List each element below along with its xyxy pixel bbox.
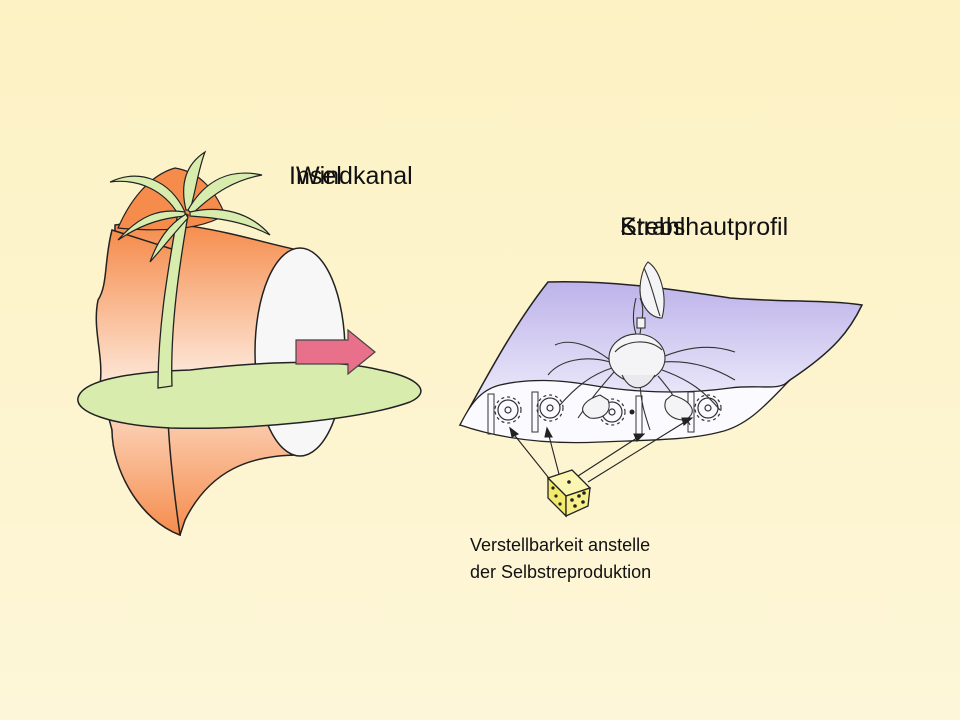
gear-icon xyxy=(494,396,522,424)
gear-rack xyxy=(487,393,495,435)
palm-frond xyxy=(183,150,207,211)
palm-frond xyxy=(187,172,263,215)
label-krebs: Krebs xyxy=(620,213,686,241)
label-windkanal: Windkanal xyxy=(296,162,413,190)
profile-illustration xyxy=(458,261,864,444)
island-illustration xyxy=(77,150,422,537)
gear-icon xyxy=(536,394,564,422)
label-insel: Insel xyxy=(289,162,342,190)
pointer-lines xyxy=(509,417,694,483)
wind-arrow xyxy=(295,328,376,376)
die-icon xyxy=(546,469,592,518)
palm-frond xyxy=(117,210,186,241)
caption-line-1: Verstellbarkeit anstelle xyxy=(470,535,651,555)
bolt xyxy=(629,409,635,415)
palm-frond xyxy=(189,208,271,236)
caption: Verstellbarkeit anstelle der Selbstrepro… xyxy=(470,532,651,586)
label-strahlhautprofil: Strahlhautprofil xyxy=(620,213,789,241)
palm-frond xyxy=(149,213,189,263)
crab-illustration xyxy=(547,261,736,431)
caption-line-2: der Selbstreproduktion xyxy=(470,562,652,582)
palm-frond xyxy=(109,175,186,215)
palm-trunk xyxy=(157,211,189,389)
